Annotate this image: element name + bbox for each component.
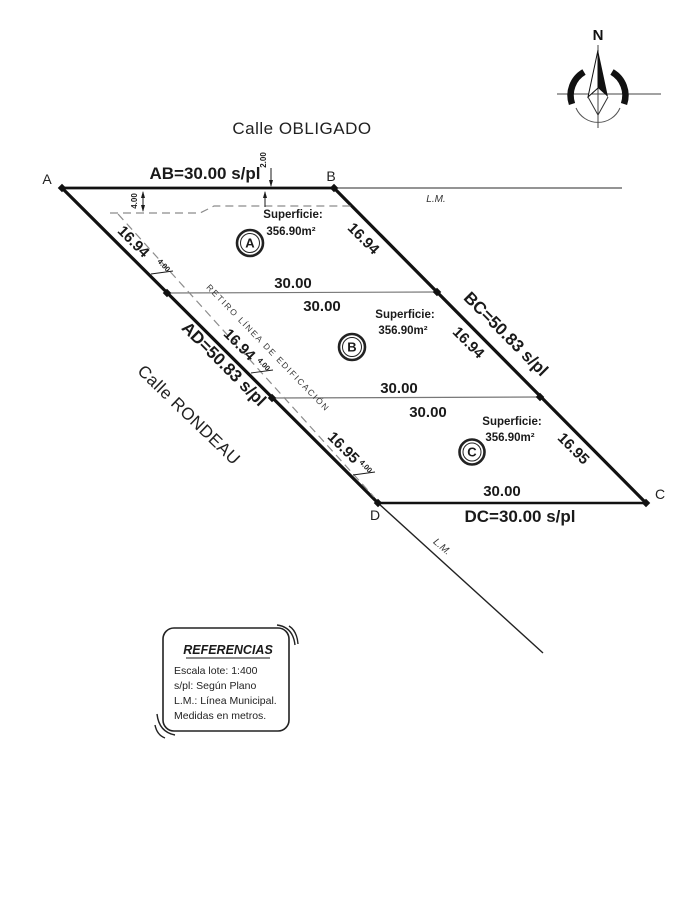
street-obligado-label: Calle OBLIGADO	[232, 119, 371, 138]
corner-b-label: B	[326, 168, 335, 184]
lot-b-width-bottom: 30.00	[380, 380, 418, 397]
setback-lines	[110, 205, 375, 498]
compass-arc-right	[610, 69, 629, 106]
node-d	[373, 498, 383, 508]
lot-b-bc-segment: 16.94	[449, 324, 488, 363]
lot-c-area-label: Superficie:	[482, 416, 541, 428]
lot-a-bc-segment: 16.94	[344, 220, 383, 259]
edge-ad	[60, 186, 380, 505]
references-corner-arc-tr1	[276, 624, 296, 646]
compass-arc-bottom	[575, 107, 621, 123]
lot-c-width-top: 30.00	[409, 404, 447, 421]
vertex-nodes	[57, 183, 651, 508]
lot-b-area-value: 356.90m²	[378, 325, 427, 337]
lot-a-badge-inner	[240, 233, 260, 253]
lot-a-ad-segment: 16.94	[114, 223, 153, 262]
municipal-line-bottom	[377, 502, 544, 654]
references-line-lm: L.M.: Línea Municipal.	[174, 695, 277, 707]
compass-arc-left	[567, 69, 586, 106]
front-setback-dimensions: 4.00 2.00	[130, 152, 273, 212]
dim-side-c-line	[352, 471, 376, 476]
municipal-line-top-label: L.M.	[426, 194, 445, 205]
parcel-outline	[57, 183, 651, 508]
lot-b-width-top: 30.00	[303, 298, 341, 315]
references-corner-arc-bl2	[154, 724, 166, 739]
municipal-lines: L.M. L.M.	[334, 187, 622, 654]
divider-lot-b-c	[271, 396, 541, 399]
lot-c-width-bottom: 30.00	[483, 483, 521, 500]
node-divider2-left	[267, 393, 277, 403]
lot-c-letter: C	[467, 445, 477, 460]
dim-side-b-line	[250, 369, 274, 374]
references-line-units: Medidas en metros.	[174, 710, 266, 722]
edge-ab-label: AB=30.00 s/pl	[149, 164, 260, 183]
references-corner-arc-bl1	[156, 713, 176, 736]
lot-b: 30.00 16.94 16.94 Superficie: 356.90m² B…	[220, 298, 488, 397]
lot-c-area-value: 356.90m²	[485, 432, 534, 444]
edge-bc	[332, 186, 648, 505]
lot-a-width-bottom: 30.00	[274, 275, 312, 292]
lot-b-area-label: Superficie:	[375, 309, 434, 321]
north-needle-dark	[598, 50, 608, 97]
lot-b-badge-inner	[342, 337, 362, 357]
lot-c-bc-segment: 16.95	[554, 430, 593, 469]
corner-c-label: C	[655, 486, 665, 502]
references-border	[162, 627, 290, 732]
lot-b-letter: B	[347, 340, 356, 355]
edge-dc-label: DC=30.00 s/pl	[464, 507, 575, 526]
references-corner-arc-tr2	[288, 625, 299, 645]
node-divider1-left	[162, 288, 172, 298]
node-divider1-right	[432, 287, 442, 297]
references-line-spl: s/pl: Según Plano	[174, 680, 256, 692]
north-label: N	[593, 27, 604, 44]
corner-a-label: A	[42, 171, 52, 187]
lot-a-area-label: Superficie:	[263, 209, 322, 221]
lot-a-letter: A	[245, 236, 255, 251]
lot-a-area-value: 356.90m²	[266, 226, 315, 238]
setback-line-side	[117, 213, 375, 498]
dim-front-left-value: 4.00	[130, 193, 139, 209]
node-divider2-right	[535, 392, 545, 402]
edge-bc-label: BC=50.83 s/pl	[460, 288, 552, 380]
references-title: REFERENCIAS	[183, 643, 273, 657]
north-needle-light	[587, 49, 599, 99]
references-box: REFERENCIAS Escala lote: 1:400 s/pl: Seg…	[154, 624, 299, 739]
divider-lot-a-b	[166, 291, 438, 294]
node-a	[57, 183, 67, 193]
dim-side-a-line	[150, 270, 174, 275]
node-b	[329, 183, 339, 193]
setback-line-front	[110, 205, 352, 214]
compass-fletch-left	[587, 96, 599, 116]
node-c	[641, 498, 651, 508]
north-compass: N	[557, 27, 661, 128]
corner-d-label: D	[370, 507, 380, 523]
dim-front-right-value: 2.00	[259, 152, 268, 168]
lot-c-badge-inner	[462, 442, 482, 462]
side-setback-dimensions	[150, 270, 376, 476]
compass-fletch-right	[597, 96, 609, 116]
references-line-scale: Escala lote: 1:400	[174, 665, 258, 677]
